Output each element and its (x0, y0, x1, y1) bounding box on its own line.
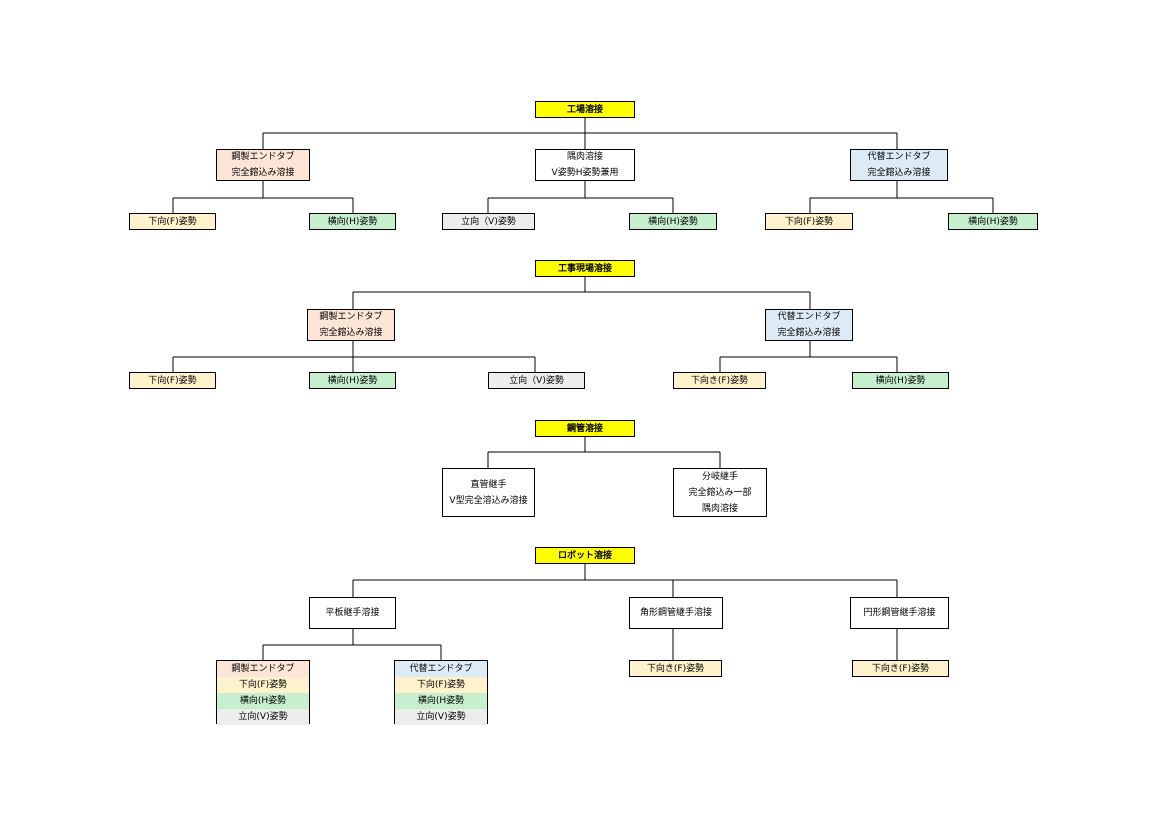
stack-row-flat: 下向(F)姿勢 (395, 677, 487, 693)
leaf-flat-position: 下向(F)姿勢 (129, 213, 216, 230)
root-robot-welding: ロボット溶接 (535, 547, 635, 564)
node-line: V姿勢H姿勢兼用 (551, 168, 619, 178)
root-factory-welding: 工場溶接 (535, 101, 635, 118)
stack-steel-end-tab: 鋼製エンドタブ 下向(F)姿勢 横向(H姿勢 立向(V)姿勢 (216, 660, 310, 725)
leaf-flat-position: 下向(F)姿勢 (765, 213, 853, 230)
stack-alt-end-tab: 代替エンドタブ 下向(F)姿勢 横向(H姿勢 立向(V)姿勢 (394, 660, 488, 725)
node-square-pipe-joint: 角形鋼管継手溶接 (629, 597, 723, 629)
stack-row-vertical: 立向(V)姿勢 (395, 709, 487, 725)
node-line: 完全鎔込み溶接 (777, 328, 841, 338)
node-line: 完全鎔込み一部 (688, 487, 752, 498)
stack-row-flat: 下向(F)姿勢 (217, 677, 309, 693)
node-branch-joint: 分岐継手 完全鎔込み一部 隅肉溶接 (673, 468, 767, 517)
node-line: 完全鎔込み溶接 (319, 328, 383, 338)
leaf-horizontal-position: 横向(H)姿勢 (629, 213, 717, 230)
node-line: V型完全溶込み溶接 (449, 495, 528, 506)
node-line: 隅肉溶接 (566, 152, 603, 162)
node-line: 代替エンドタブ (867, 152, 931, 162)
root-site-welding: 工事現場溶接 (535, 260, 635, 277)
leaf-horizontal-position: 横向(H)姿勢 (852, 372, 949, 389)
node-steel-end-tab: 鋼製エンドタブ 完全鎔込み溶接 (307, 309, 395, 341)
leaf-horizontal-position: 横向(H)姿勢 (309, 213, 396, 230)
node-flat-plate-joint: 平板継手溶接 (309, 597, 396, 629)
leaf-flat-position: 下向き(F)姿勢 (673, 372, 766, 389)
node-line: 分岐継手 (701, 471, 738, 482)
leaf-vertical-position: 立向（V)姿勢 (488, 372, 585, 389)
node-line: 鋼製エンドタブ (231, 152, 295, 162)
node-line: 隅肉溶接 (701, 503, 738, 514)
stack-title: 代替エンドタブ (395, 661, 487, 677)
stack-row-horizontal: 横向(H姿勢 (217, 693, 309, 709)
stack-row-vertical: 立向(V)姿勢 (217, 709, 309, 725)
node-round-pipe-joint: 円形鋼管継手溶接 (850, 597, 949, 629)
node-alt-end-tab: 代替エンドタブ 完全鎔込み溶接 (850, 149, 948, 181)
leaf-flat-position: 下向き(F)姿勢 (629, 660, 722, 677)
leaf-horizontal-position: 横向(H)姿勢 (309, 372, 396, 389)
leaf-horizontal-position: 横向(H)姿勢 (948, 213, 1038, 230)
leaf-vertical-position: 立向（V)姿勢 (442, 213, 535, 230)
leaf-flat-position: 下向(F)姿勢 (129, 372, 216, 389)
node-line: 代替エンドタブ (777, 312, 841, 322)
node-steel-end-tab: 鋼製エンドタブ 完全鎔込み溶接 (216, 149, 310, 181)
root-pipe-welding: 鋼管溶接 (535, 420, 635, 437)
node-line: 直管継手 (470, 479, 507, 490)
stack-row-horizontal: 横向(H姿勢 (395, 693, 487, 709)
node-line: 完全鎔込み溶接 (867, 168, 931, 178)
node-line: 完全鎔込み溶接 (231, 168, 295, 178)
node-fillet-welding: 隅肉溶接 V姿勢H姿勢兼用 (535, 149, 635, 181)
leaf-flat-position: 下向き(F)姿勢 (852, 660, 949, 677)
stack-title: 鋼製エンドタブ (217, 661, 309, 677)
node-alt-end-tab: 代替エンドタブ 完全鎔込み溶接 (765, 309, 853, 341)
node-straight-joint: 直管継手 V型完全溶込み溶接 (442, 468, 535, 517)
node-line: 鋼製エンドタブ (319, 312, 383, 322)
